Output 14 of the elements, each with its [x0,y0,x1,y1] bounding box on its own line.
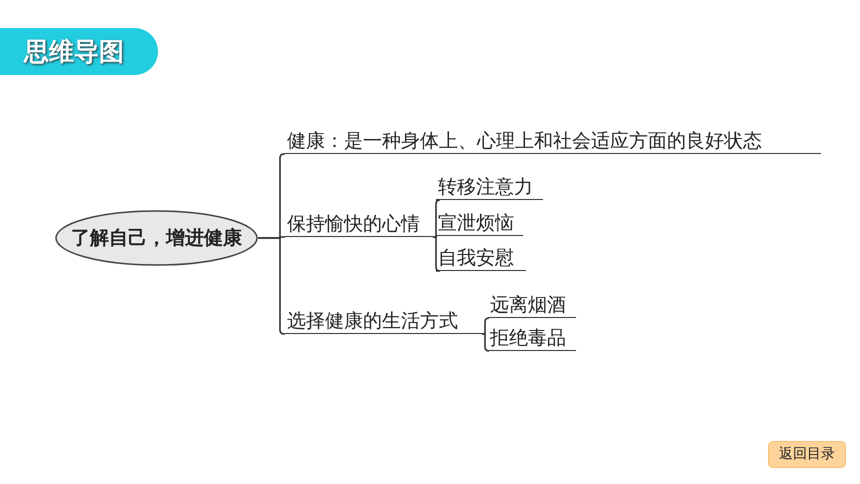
title-badge: 思维导图 [0,28,158,75]
branch-text: 转移注意力 [436,175,543,200]
branch-text: 保持愉快的心情 [285,212,433,237]
topic-ellipse: 了解自己，增进健康 [55,210,258,266]
connector-line [482,317,490,335]
branch-text: 远离烟酒 [488,293,576,318]
branch-text: 选择健康的生活方式 [285,309,482,334]
branch-text: 拒绝毒品 [488,326,576,351]
back-button: 返回目录 [768,441,846,468]
connector-line [482,333,490,352]
branch-text: 健康：是一种身体上、心理上和社会适应方面的良好状态 [285,129,821,154]
branch-text: 宣泄烦恼 [436,211,523,236]
connector-line [433,236,441,272]
branch-text: 自我安慰 [436,246,526,271]
